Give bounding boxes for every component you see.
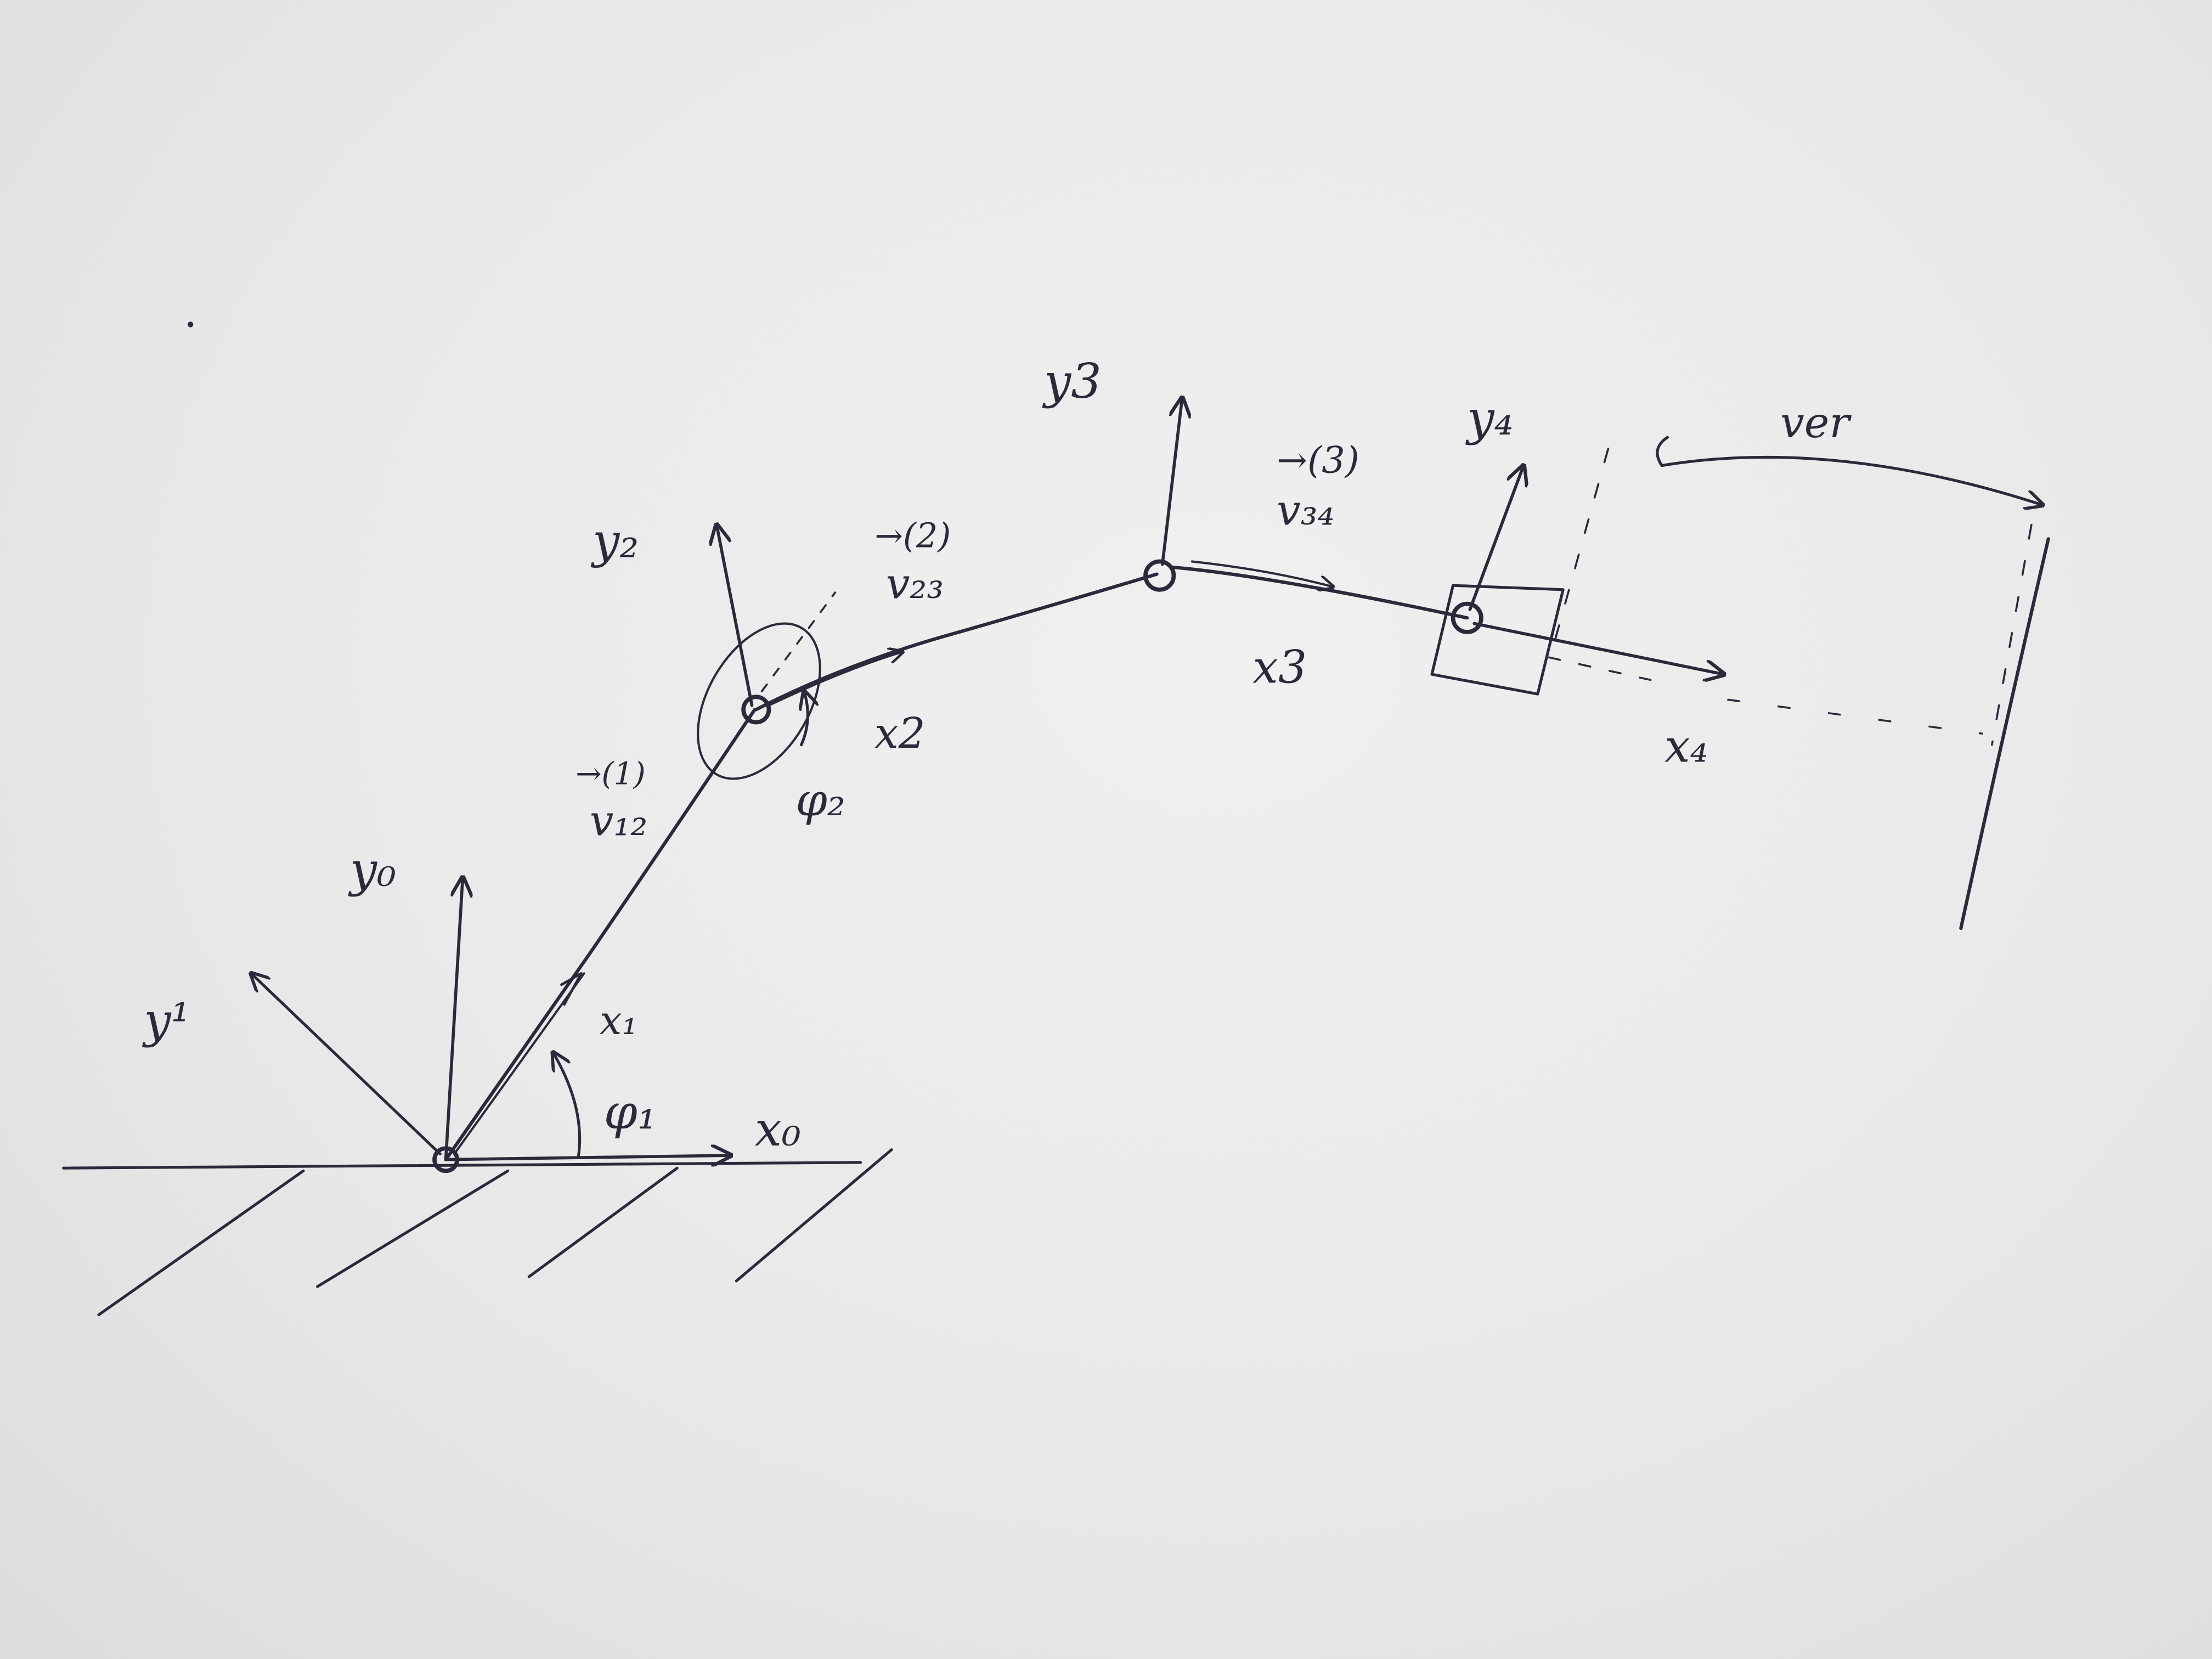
frame-1: y¹ x₁ φ₁ — [142, 973, 657, 1159]
v23-vector: →(2) v₂₃ — [874, 516, 951, 609]
link-1-direction-arrow — [560, 972, 583, 1006]
x0-label: x₀ — [755, 1101, 801, 1157]
frame-3: y3 x3 — [1042, 353, 1469, 694]
link-1-line — [444, 708, 757, 1161]
frame-0: x₀ y₀ — [348, 842, 801, 1160]
phi1-label: φ₁ — [604, 1084, 657, 1140]
v23-label: v₂₃ — [886, 559, 944, 608]
x3-label: x3 — [1252, 642, 1307, 694]
x2-axis-arrow — [768, 652, 902, 707]
link-1 — [432, 708, 757, 1173]
x1-label: x₁ — [600, 997, 637, 1043]
v34-label: v₃₄ — [1277, 486, 1334, 535]
pen-dot — [188, 321, 194, 328]
y3-label: y3 — [1042, 353, 1102, 409]
ground-hatch — [735, 1148, 893, 1283]
phi1-angle-arc — [553, 1052, 582, 1159]
x4-label: x₄ — [1664, 721, 1708, 773]
ground — [62, 1148, 893, 1317]
v34-vector: →(3) v₃₄ — [1277, 438, 1359, 535]
boundary-curve — [1959, 537, 2050, 930]
y0-axis-arrow — [444, 877, 463, 1161]
ground-hatch — [316, 1169, 510, 1288]
joint-4 — [1451, 601, 1483, 634]
vertical-dashed-left — [1550, 447, 1610, 653]
v23-arrow-label: →(2) — [874, 516, 951, 556]
workspace: ver — [1550, 398, 2050, 930]
ver-label: ver — [1780, 398, 1852, 448]
link-2-line — [754, 572, 1159, 712]
ground-hatch — [97, 1169, 305, 1317]
y4-label: y₄ — [1465, 390, 1513, 446]
x4-dashed-extension — [1548, 656, 1652, 681]
ver-displacement-arrow — [1656, 436, 2043, 505]
joint-1 — [432, 1146, 460, 1173]
link-1-highlight — [453, 972, 585, 1155]
y4-axis-arrow — [1468, 466, 1523, 611]
y0-label: y₀ — [348, 842, 396, 898]
reach-dashed-line — [1727, 698, 1983, 735]
v12-vector: →(1) v₁₂ — [575, 756, 647, 846]
v12-label: v₁₂ — [590, 796, 647, 845]
x2-label: x2 — [874, 709, 926, 758]
frame-2: y₂ φ₂ x2 — [590, 513, 926, 827]
x4-axis-arrow — [1472, 622, 1724, 675]
x3-axis-arrow — [1190, 560, 1333, 586]
v12-arrow-label: →(1) — [575, 756, 646, 792]
ground-hatch — [527, 1166, 679, 1278]
y2-label: y₂ — [590, 513, 639, 569]
end-effector-box — [1430, 584, 1565, 696]
joint-2-dashed-guide — [760, 591, 837, 692]
ground-line — [62, 1161, 862, 1170]
y1-axis-arrow — [251, 973, 442, 1155]
link-2 — [754, 572, 1159, 712]
frame-4: y₄ x₄ — [1430, 390, 1983, 773]
joint-2 — [741, 695, 771, 725]
phi2-label: φ₂ — [795, 774, 845, 826]
vertical-dashed-right — [1991, 523, 2033, 746]
y1-label: y¹ — [142, 992, 190, 1048]
joint-3 — [1143, 559, 1176, 592]
y3-axis-arrow — [1161, 398, 1182, 566]
phi2-angle-arc — [802, 691, 808, 747]
link-3-line — [1169, 565, 1469, 620]
v34-arrow-label: →(3) — [1277, 438, 1359, 481]
x0-axis-arrow — [444, 1155, 731, 1160]
joint-2-region — [697, 622, 821, 780]
y2-axis-arrow — [716, 525, 754, 707]
